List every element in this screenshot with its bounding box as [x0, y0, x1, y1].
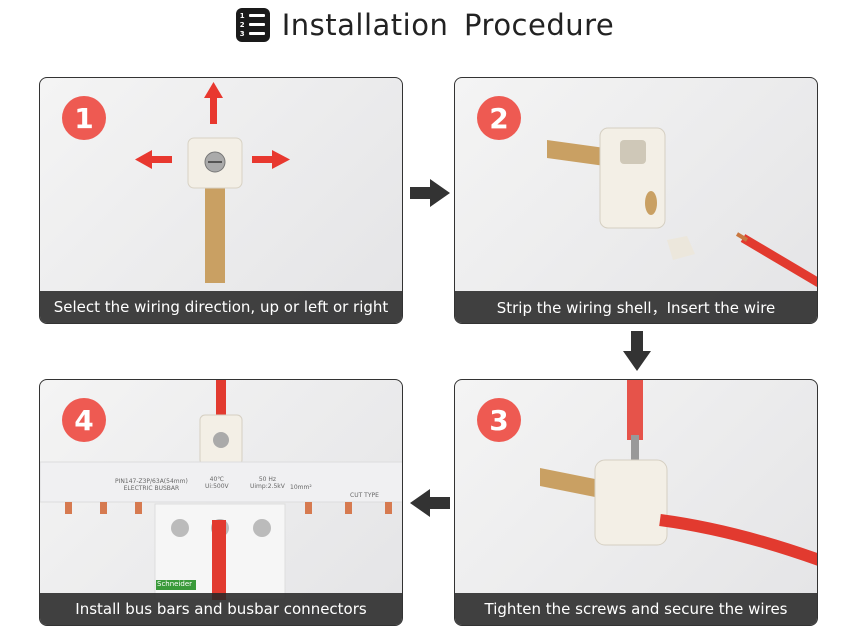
step-number-badge: 2 [477, 96, 521, 140]
tighten-screw-illustration [540, 380, 817, 566]
step-caption: Tighten the screws and secure the wires [455, 593, 817, 625]
step-number-badge: 3 [477, 398, 521, 442]
step-1-panel: 1 Select the wiring direction, up or lef… [39, 77, 403, 324]
busbar-label: PIN147-Z3P/63A(54mm)ELECTRIC BUSBAR [115, 478, 188, 492]
busbar-install-illustration [40, 380, 402, 600]
busbar-label: 10mm² [290, 484, 312, 491]
step-caption: Select the wiring direction, up or left … [40, 291, 402, 323]
arrow-right-icon [410, 179, 450, 207]
step-number-badge: 1 [62, 96, 106, 140]
title-text: Installation Procedure [281, 8, 615, 42]
strip-wire-illustration [547, 127, 817, 287]
busbar-label: CUT TYPE [350, 492, 379, 499]
step-caption: Strip the wiring shell，Insert the wire [455, 291, 817, 323]
step-2-panel: 2 Strip the wiring shell，Insert the wire [454, 77, 818, 324]
step-3-panel: 3 Tighten the screws and secure the wire… [454, 379, 818, 626]
arrow-left-icon [410, 489, 450, 517]
step-caption: Install bus bars and busbar connectors [40, 593, 402, 625]
brand-logo-label: Schneider [157, 580, 193, 588]
step-number-badge: 4 [62, 398, 106, 442]
connector-direction-illustration [135, 82, 290, 283]
arrow-down-icon [623, 331, 651, 371]
